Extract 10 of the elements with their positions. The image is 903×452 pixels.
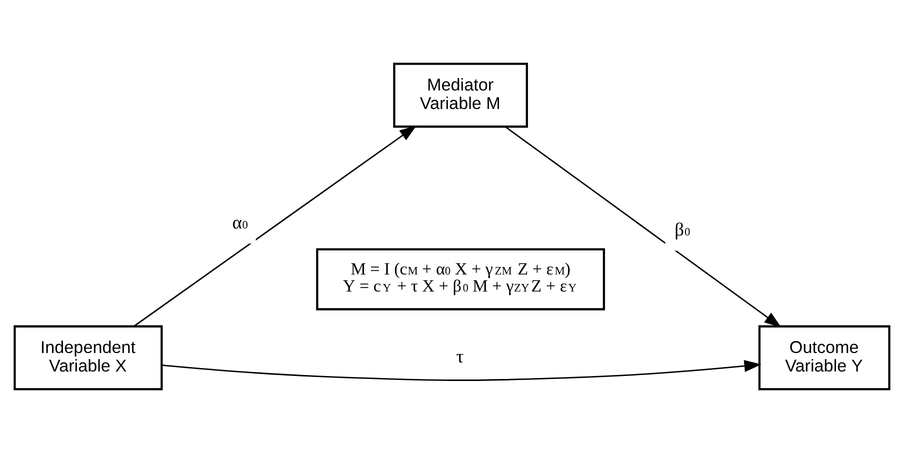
node-box: M = I (cM + α0 X + γZM Z + εM) Y = cY + τ X + β0 M + γZYZ + εY (316, 248, 605, 310)
arrow (161, 360, 761, 380)
node-box: Mediator Variable M (392, 62, 528, 128)
edge-label: τ (456, 346, 464, 368)
edge-label: α0 (232, 212, 248, 233)
edge-label: β0 (674, 219, 690, 240)
node-box: Outcome Variable Y (758, 324, 890, 390)
node-box: Independent Variable X (13, 324, 162, 390)
arrow (132, 124, 416, 326)
arrow (504, 126, 781, 328)
